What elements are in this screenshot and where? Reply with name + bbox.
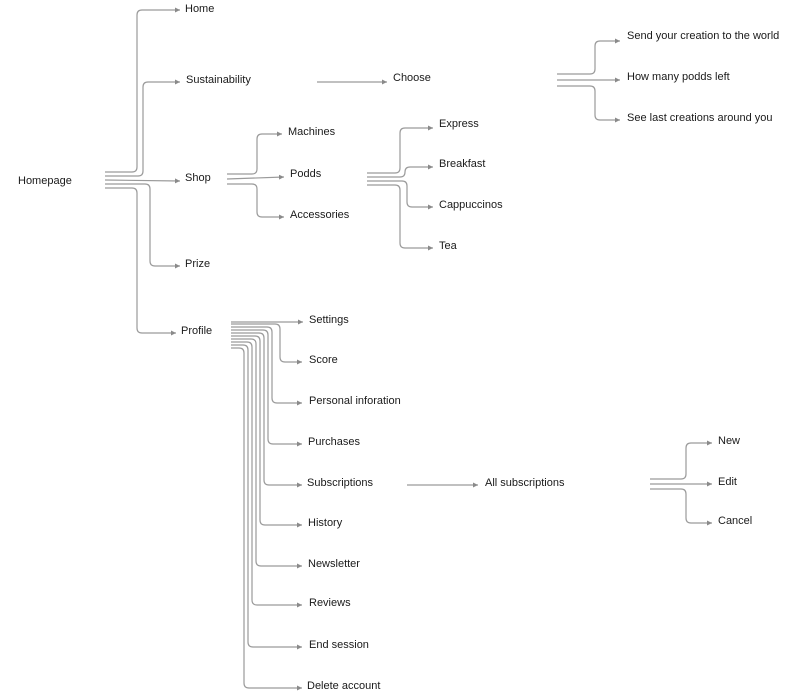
node-purchases[interactable]: Purchases bbox=[308, 436, 360, 448]
node-home[interactable]: Home bbox=[185, 3, 214, 15]
node-subscriptions[interactable]: Subscriptions bbox=[307, 477, 374, 489]
node-accessories[interactable]: Accessories bbox=[290, 209, 350, 221]
connector-cancel bbox=[650, 488, 712, 526]
node-personal-information[interactable]: Personal inforation bbox=[309, 395, 401, 407]
node-machines[interactable]: Machines bbox=[288, 126, 336, 138]
connector-end-session bbox=[231, 344, 302, 650]
connector-tea bbox=[367, 184, 433, 251]
node-profile[interactable]: Profile bbox=[181, 325, 212, 337]
node-score[interactable]: Score bbox=[309, 354, 338, 366]
node-prize[interactable]: Prize bbox=[185, 258, 210, 270]
connector-new bbox=[650, 440, 712, 480]
node-homepage[interactable]: Homepage bbox=[18, 175, 72, 187]
node-podds-left[interactable]: How many podds left bbox=[627, 71, 730, 83]
connector-reviews bbox=[231, 341, 302, 608]
node-shop[interactable]: Shop bbox=[185, 172, 211, 184]
connector-home bbox=[105, 7, 180, 173]
node-podds[interactable]: Podds bbox=[290, 168, 322, 180]
node-reviews[interactable]: Reviews bbox=[309, 597, 351, 609]
connector-newsletter bbox=[231, 338, 302, 569]
node-edit[interactable]: Edit bbox=[718, 476, 737, 488]
node-end-session[interactable]: End session bbox=[309, 639, 369, 651]
node-settings[interactable]: Settings bbox=[309, 314, 349, 326]
connector-shop bbox=[104, 178, 181, 184]
node-newsletter[interactable]: Newsletter bbox=[308, 558, 360, 570]
connector-profile bbox=[105, 187, 176, 336]
connector-podds bbox=[226, 174, 285, 180]
connector-lines bbox=[104, 7, 712, 691]
connector-last-creations bbox=[557, 85, 620, 123]
node-delete-account[interactable]: Delete account bbox=[307, 680, 380, 692]
node-cancel[interactable]: Cancel bbox=[718, 515, 752, 527]
node-all-subscriptions[interactable]: All subscriptions bbox=[485, 477, 565, 489]
node-choose[interactable]: Choose bbox=[393, 72, 431, 84]
connector-subscriptions bbox=[231, 332, 302, 488]
node-sustainability[interactable]: Sustainability bbox=[186, 74, 251, 86]
connector-machines bbox=[227, 131, 282, 175]
node-express[interactable]: Express bbox=[439, 118, 479, 130]
connector-delete-account bbox=[231, 347, 302, 691]
node-tea[interactable]: Tea bbox=[439, 240, 458, 252]
node-breakfast[interactable]: Breakfast bbox=[439, 158, 485, 170]
connector-accessories bbox=[227, 183, 284, 220]
connector-breakfast bbox=[367, 164, 433, 178]
connector-purchases bbox=[231, 329, 302, 447]
connector-score bbox=[231, 323, 302, 365]
connector-personal-information bbox=[231, 326, 302, 406]
connector-cappuccinos bbox=[367, 180, 433, 210]
node-last-creations[interactable]: See last creations around you bbox=[627, 112, 773, 124]
connector-history bbox=[231, 335, 302, 528]
connector-sustainability bbox=[105, 79, 180, 177]
connector-express bbox=[367, 125, 433, 174]
connector-prize bbox=[105, 183, 180, 269]
node-send-creation[interactable]: Send your creation to the world bbox=[627, 30, 779, 42]
node-history[interactable]: History bbox=[308, 517, 343, 529]
node-cappuccinos[interactable]: Cappuccinos bbox=[439, 199, 503, 211]
node-labels: Homepage Home Sustainability Choose Send… bbox=[18, 3, 779, 692]
connector-send-creation bbox=[557, 38, 620, 75]
node-new[interactable]: New bbox=[718, 435, 740, 447]
